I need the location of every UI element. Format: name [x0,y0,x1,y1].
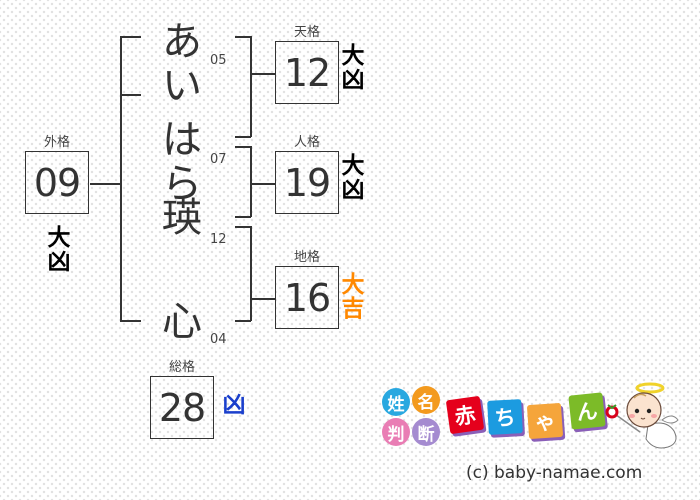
tenkaku-verdict-char-2: 凶 [341,67,365,93]
tenkaku-value-box: 12 [275,41,339,104]
name-char-5: 瑛 [162,195,202,241]
soukaku-verdict: 凶 [221,393,247,417]
logo-circle-mei: 名 [412,386,440,414]
soukaku-label: 総格 [168,360,195,375]
name-char-6: 心 [162,299,202,345]
tenkaku-connector [250,73,276,75]
logo-circle-dan: 断 [412,418,440,446]
name-char-1: あ [162,19,202,65]
tenkaku-verdict: 大 凶 [340,44,366,92]
left-bracket-vertical [120,36,122,321]
jinkaku-verdict-char-2: 凶 [341,177,365,203]
tenkaku-label: 天格 [293,25,320,40]
logo-circle-han: 判 [382,418,410,446]
tenkaku-bracket-vertical [250,36,252,137]
angel-baby-icon [605,382,679,449]
logo-tile-ya: ゃ [526,402,564,440]
tenkaku-verdict-char-1: 大 [341,43,365,69]
stroke-count-surname-top: 05 [210,53,227,68]
chikaku-bracket-tick-top [235,226,251,228]
gaikaku-verdict-char-1: 大 [47,225,71,251]
left-bracket-tick-bottom [120,320,141,322]
chikaku-bracket-vertical [250,226,252,321]
gaikaku-verdict-char-2: 凶 [47,249,71,275]
jinkaku-value-box: 19 [275,151,339,214]
gaikaku-verdict: 大 凶 [46,226,72,274]
soukaku-value-box: 28 [150,376,214,439]
left-bracket-tick-top [120,36,141,38]
jinkaku-bracket-tick-top [235,146,251,148]
tenkaku-bracket-tick-bottom [235,136,251,138]
logo-tile-chi: ち [487,399,523,435]
gaikaku-value-box: 09 [25,151,89,214]
soukaku-verdict-char-1: 凶 [222,392,246,418]
jinkaku-label: 人格 [293,135,320,150]
copyright-text: (c) baby-namae.com [466,463,643,483]
logo-tile-n: ん [568,392,606,430]
site-logo[interactable]: 姓 名 判 断 赤 ち ゃ ん [378,380,698,450]
jinkaku-bracket-tick-bottom [235,216,251,218]
jinkaku-connector [250,183,276,185]
stroke-count-given-first: 12 [210,232,227,247]
name-char-3: は [162,117,202,163]
chikaku-verdict: 大 吉 [340,273,366,321]
chikaku-label: 地格 [293,250,320,265]
chikaku-verdict-char-1: 大 [341,272,365,298]
chikaku-connector [250,298,276,300]
chikaku-bracket-tick-bottom [235,320,251,322]
name-char-4: ら [162,161,202,207]
jinkaku-verdict: 大 凶 [340,154,366,202]
gaikaku-connector [90,183,121,185]
stroke-count-join: 07 [210,152,227,167]
chikaku-verdict-char-2: 吉 [341,296,365,322]
gaikaku-label: 外格 [43,135,70,150]
logo-tile-aka: 赤 [445,395,485,435]
jinkaku-verdict-char-1: 大 [341,153,365,179]
name-char-2: い [162,63,202,109]
stroke-count-given-last: 04 [210,332,227,347]
jinkaku-bracket-vertical [250,146,252,217]
chikaku-value-box: 16 [275,266,339,329]
left-bracket-tick-mid [120,94,141,96]
logo-circle-sei: 姓 [382,388,410,416]
tenkaku-bracket-tick-top [235,36,251,38]
